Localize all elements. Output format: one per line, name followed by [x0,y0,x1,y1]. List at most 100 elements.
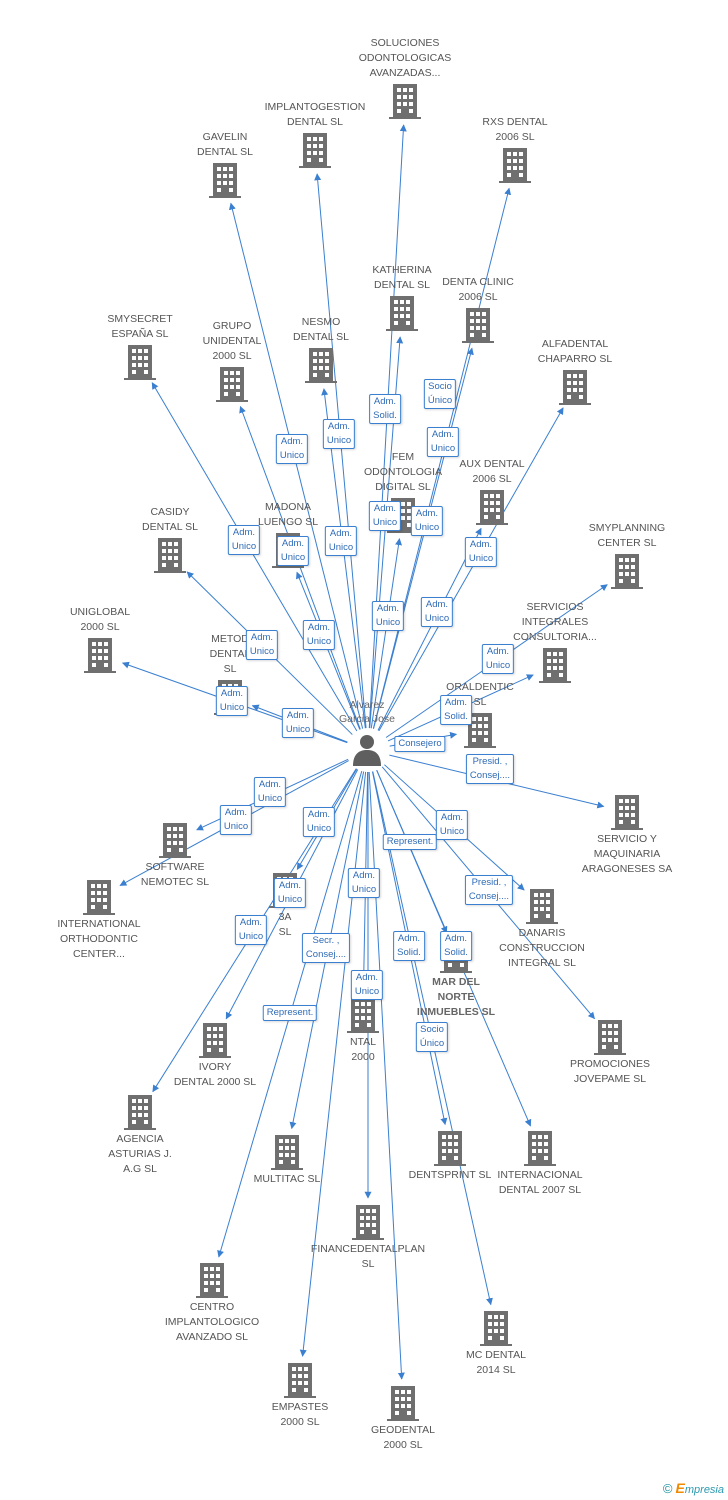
role-badge[interactable]: Adm. Unico [368,501,402,531]
company-node-danaris[interactable]: DANARIS CONSTRUCCION INTEGRAL SL [482,886,602,971]
company-node-ivory[interactable]: IVORY DENTAL 2000 SL [155,1020,275,1090]
role-badge[interactable]: Adm. Unico [322,419,356,449]
company-node-ntal2000[interactable]: NTAL 2000 [303,995,423,1065]
building-icon [196,1262,228,1298]
relation-edge-gavelin [228,202,364,729]
company-label: IVORY DENTAL 2000 SL [173,1061,257,1088]
role-badge[interactable]: Adm. Unico [219,805,253,835]
company-node-denta_clinic[interactable]: DENTA CLINIC 2006 SL [418,275,538,345]
role-badge[interactable]: Presid. , Consej.... [465,754,515,784]
company-label: NESMO DENTAL SL [292,316,350,343]
role-badge[interactable]: Adm. Unico [481,644,515,674]
building-icon [499,147,531,183]
company-node-soluciones[interactable]: SOLUCIONES ODONTOLOGICAS AVANZADAS... [345,36,465,121]
relation-edge-implantogestion [314,173,367,729]
role-badge[interactable]: Adm. Unico [275,434,309,464]
company-node-centro[interactable]: CENTRO IMPLANTOLOGICO AVANZADO SL [152,1260,272,1345]
relation-edge-alfadental [378,407,564,732]
company-node-internacional[interactable]: INTERNACIONAL DENTAL 2007 SL [480,1128,600,1198]
company-node-aux[interactable]: AUX DENTAL 2006 SL [432,457,552,527]
company-node-promociones[interactable]: PROMOCIONES JOVEPAME SL [550,1017,670,1087]
role-badge[interactable]: Adm. Solid. [440,695,472,725]
role-badge[interactable]: Adm. Unico [426,427,460,457]
company-node-geodental[interactable]: GEODENTAL 2000 SL [343,1383,463,1453]
person-name: Alvarez Garcia Jose [338,699,396,725]
company-label: MADONA LUENGO SL [257,501,319,528]
company-node-implantogestion[interactable]: IMPLANTOGESTION DENTAL SL [255,100,375,170]
company-label: ALFADENTAL CHAPARRO SL [537,338,613,365]
company-node-gavelin[interactable]: GAVELIN DENTAL SL [165,130,285,200]
role-badge[interactable]: Adm. Unico [420,597,454,627]
role-badge[interactable]: Adm. Solid. [440,931,472,961]
role-badge[interactable]: Adm. Unico [273,878,307,908]
role-badge[interactable]: Adm. Unico [253,777,287,807]
role-badge[interactable]: Adm. Unico [302,807,336,837]
building-icon [594,1019,626,1055]
role-badge[interactable]: Adm. Unico [347,868,381,898]
company-node-oraldentic[interactable]: ORALDENTIC SL [420,680,540,750]
company-node-financedental[interactable]: FINANCEDENTALPLAN SL [308,1202,428,1272]
role-badge[interactable]: Adm. Unico [371,601,405,631]
company-node-software[interactable]: SOFTWARE NEMOTEC SL [115,820,235,890]
company-node-servicios[interactable]: SERVICIOS INTEGRALES CONSULTORIA... [495,600,615,685]
company-node-nesmo[interactable]: NESMO DENTAL SL [261,315,381,385]
role-badge[interactable]: Adm. Unico [227,525,261,555]
building-icon [305,347,337,383]
company-node-empastes[interactable]: EMPASTES 2000 SL [240,1360,360,1430]
company-node-dentsprint[interactable]: DENTSPRINT SL [390,1128,510,1183]
company-node-agencia[interactable]: AGENCIA ASTURIAS J. A.G SL [80,1092,200,1177]
company-node-international[interactable]: INTERNATIONAL ORTHODONTIC CENTER... [39,877,159,962]
role-badge[interactable]: Adm. Unico [464,537,498,567]
company-label: IMPLANTOGESTION DENTAL SL [264,101,366,128]
role-badge[interactable]: Adm. Unico [435,810,469,840]
role-badge[interactable]: Represent. [382,834,438,850]
company-label: GAVELIN DENTAL SL [196,131,254,158]
role-badge[interactable]: Secr. , Consej.... [301,933,351,963]
company-node-uniglobal[interactable]: UNIGLOBAL 2000 SL [40,605,160,675]
company-node-mar_del_norte[interactable]: MAR DEL NORTE INMUEBLES SL [396,935,516,1020]
role-badge[interactable]: Adm. Unico [234,915,268,945]
company-node-mc_dental[interactable]: MC DENTAL 2014 SL [436,1308,556,1378]
role-badge[interactable]: Adm. Unico [350,970,384,1000]
company-node-smysecret[interactable]: SMYSECRET ESPAÑA SL [80,312,200,382]
company-node-fem[interactable]: FEM ODONTOLOGIA DIGITAL SL [343,450,463,535]
footer-brand: © Empresia [663,1480,724,1496]
company-node-multitac[interactable]: MULTITAC SL [227,1132,347,1187]
company-label: INTERNACIONAL DENTAL 2007 SL [497,1169,583,1196]
relation-edge-smysecret [151,382,358,732]
company-label: RXS DENTAL 2006 SL [482,116,548,143]
role-badge[interactable]: Adm. Unico [215,686,249,716]
brand-logo-text: mpresia [684,1484,724,1496]
person-node[interactable]: Alvarez Garcia Jose [322,698,412,766]
role-badge[interactable]: Socio Único [415,1022,449,1052]
company-label: EMPASTES 2000 SL [271,1401,329,1428]
company-node-smyplanning[interactable]: SMYPLANNING CENTER SL [567,521,687,591]
role-badge[interactable]: Adm. Solid. [393,931,425,961]
company-node-c3a[interactable]: 3A SL [225,870,345,940]
company-node-servicio_maq[interactable]: SERVICIO Y MAQUINARIA ARAGONESES SA [567,792,687,877]
building-icon [209,162,241,198]
company-node-alfadental[interactable]: ALFADENTAL CHAPARRO SL [515,337,635,407]
role-badge[interactable]: Adm. Unico [245,630,279,660]
relation-edge-aux [377,527,482,731]
company-node-katherina[interactable]: KATHERINA DENTAL SL [342,263,462,333]
role-badge[interactable]: Consejero [394,736,446,752]
role-badge[interactable]: Adm. Unico [324,526,358,556]
role-badge[interactable]: Socio Único [423,379,457,409]
company-label: SOLUCIONES ODONTOLOGICAS AVANZADAS... [358,37,452,79]
role-badge[interactable]: Adm. Unico [410,506,444,536]
role-badge[interactable]: Represent. [262,1005,318,1021]
company-node-madona[interactable]: MADONA LUENGO SL [228,500,348,570]
role-badge[interactable]: Presid. , Consej.... [464,875,514,905]
relation-edge-fem [370,538,402,729]
company-node-rxs[interactable]: RXS DENTAL 2006 SL [455,115,575,185]
role-badge[interactable]: Adm. Unico [302,620,336,650]
role-badge[interactable]: Adm. Solid. [369,394,401,424]
company-node-casidy[interactable]: CASIDY DENTAL SL [110,505,230,575]
building-icon [389,83,421,119]
company-node-metod[interactable]: METOD DENTAL SL [170,632,290,717]
company-label: FINANCEDENTALPLAN SL [310,1243,426,1270]
role-badge[interactable]: Adm. Unico [276,536,310,566]
role-badge[interactable]: Adm. Unico [281,708,315,738]
company-node-grupo_unidental[interactable]: GRUPO UNIDENTAL 2000 SL [172,319,292,404]
